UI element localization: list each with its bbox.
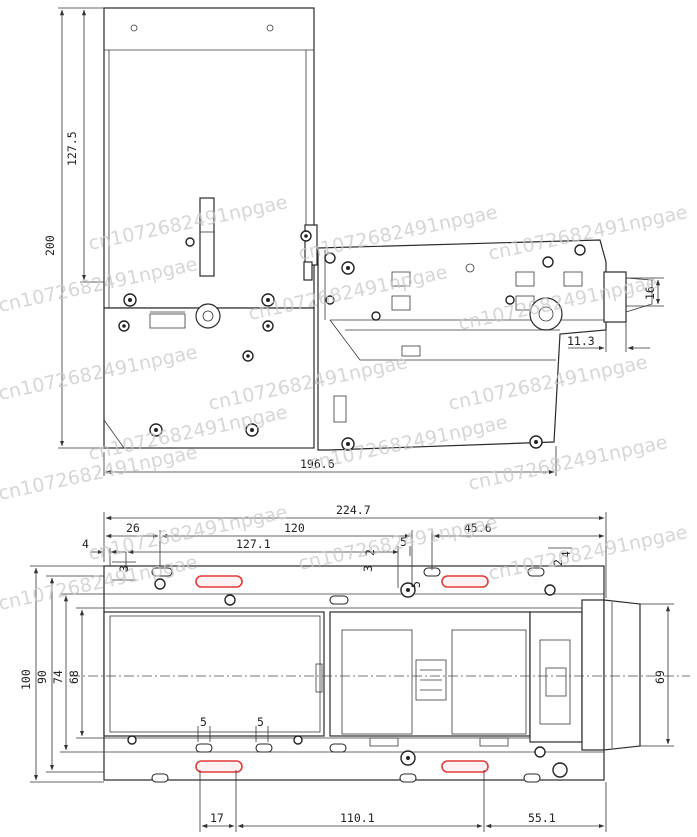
front-bezel [603, 271, 627, 323]
mounting-slot [441, 575, 489, 588]
dim-127-5: 127.5 [65, 131, 79, 166]
transport-mechanism [317, 239, 607, 451]
dim-5-b: 5 [200, 715, 207, 729]
lever [199, 197, 215, 277]
dim-17: 17 [210, 811, 224, 825]
dim-16: 16 [643, 286, 657, 300]
dim-224-7: 224.7 [336, 503, 371, 517]
dim-100: 100 [19, 669, 33, 690]
dim-11-3: 11.3 [567, 334, 595, 348]
mounting-slot [195, 575, 243, 588]
mounting-slot [441, 760, 489, 773]
dim-120: 120 [284, 521, 305, 535]
side-view: 200 127.5 196.6 16 11.3 [43, 7, 664, 476]
roller [195, 303, 221, 329]
front-bezel-plan [603, 599, 641, 751]
front-mechanism [529, 611, 583, 743]
dim-200: 200 [43, 235, 57, 256]
dim-69: 69 [653, 670, 667, 684]
dim-5-a: 5 [400, 535, 407, 549]
plan-view: 224.7 26 120 45.6 4 127.1 5 3 3 2 5 [19, 503, 690, 832]
dim-110-1: 110.1 [340, 811, 375, 825]
dim-5-mid: 5 [409, 581, 423, 588]
dim-4-right: 4 [559, 551, 573, 558]
dim-196-6: 196.6 [300, 457, 335, 471]
dim-4: 4 [82, 537, 89, 551]
dim-127-1: 127.1 [236, 537, 271, 551]
transport-module [329, 611, 531, 737]
mounting-slot [195, 760, 243, 773]
dim-3-left: 3 [117, 565, 131, 572]
dim-90: 90 [35, 670, 49, 684]
drive-gear [529, 297, 563, 331]
dim-45-6: 45.6 [464, 521, 492, 535]
dim-5-c: 5 [257, 715, 264, 729]
stacker-body [103, 611, 325, 737]
dim-2-mid: 2 [363, 549, 377, 556]
dim-3-mid: 3 [361, 565, 375, 572]
dim-55-1: 55.1 [528, 811, 556, 825]
dim-2-right: 2 [551, 559, 565, 566]
dim-74: 74 [51, 670, 65, 684]
dim-68: 68 [67, 670, 81, 684]
dim-26: 26 [126, 521, 140, 535]
